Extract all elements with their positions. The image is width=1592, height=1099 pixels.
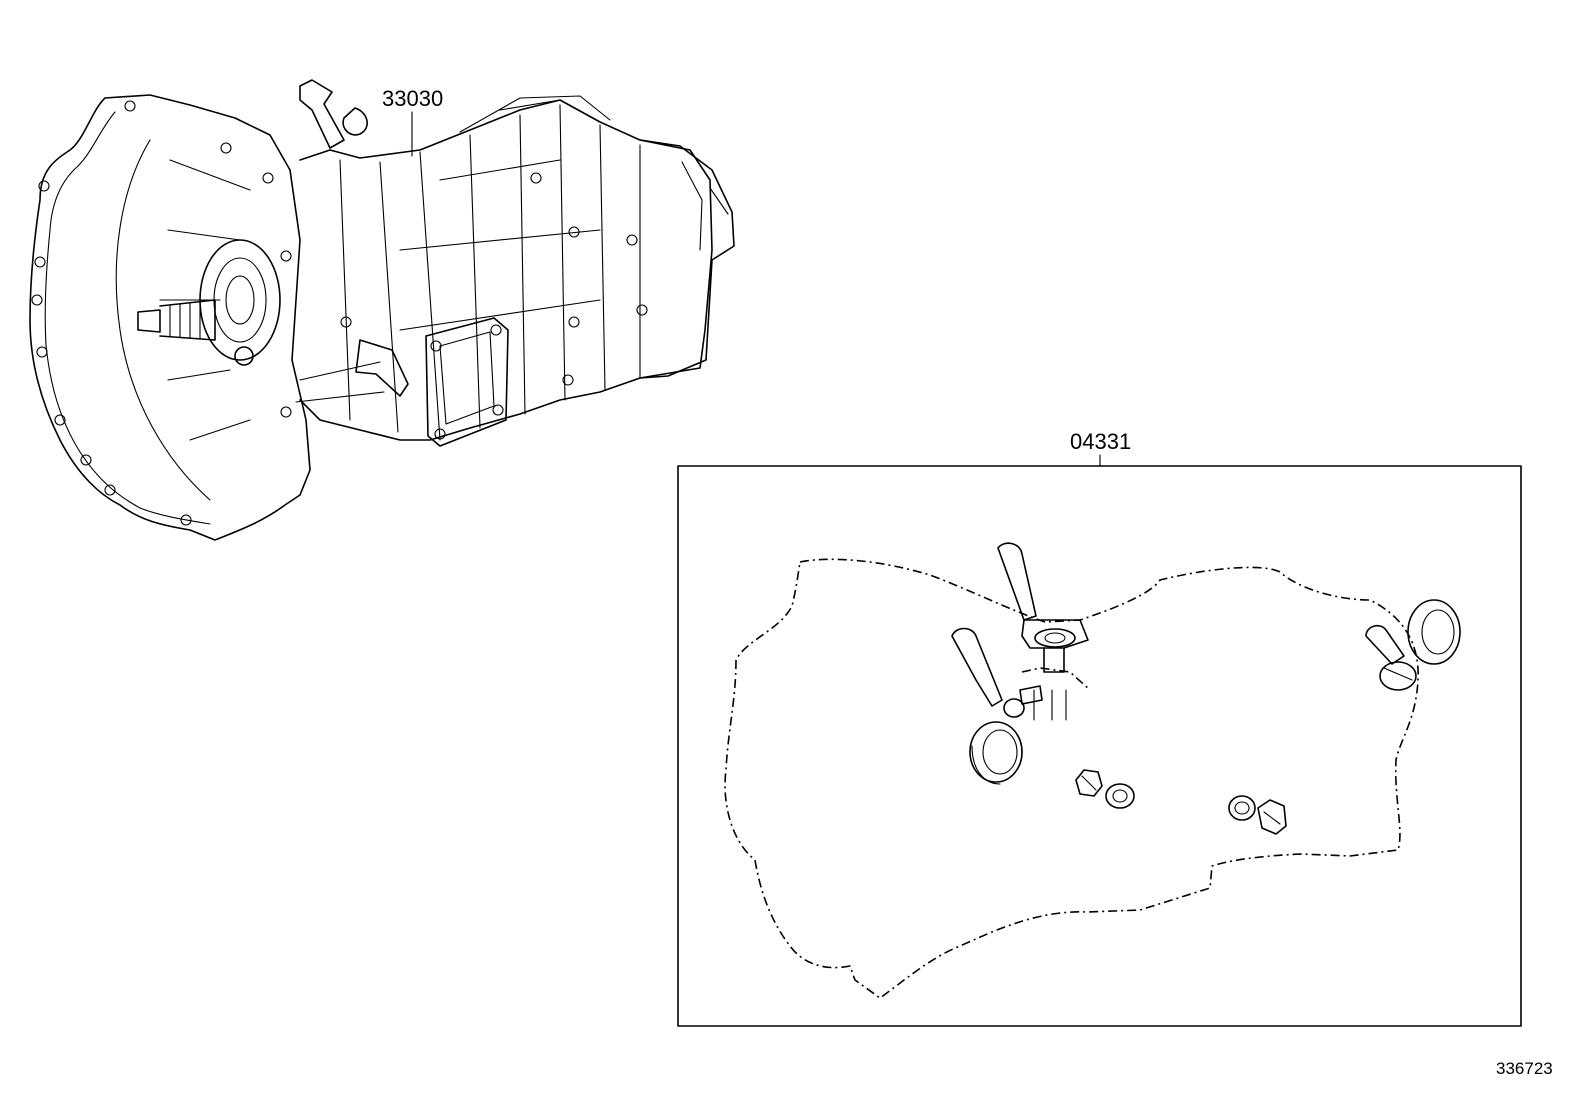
part-number-33030: 33030 — [382, 86, 443, 111]
illustration-number: 336723 — [1496, 1059, 1553, 1078]
transmission-assembly-drawing — [29, 79, 735, 541]
gasket-kit-drawing — [724, 542, 1461, 999]
part-number-04331: 04331 — [1070, 429, 1131, 454]
gasket-kit-box — [677, 465, 1522, 1027]
